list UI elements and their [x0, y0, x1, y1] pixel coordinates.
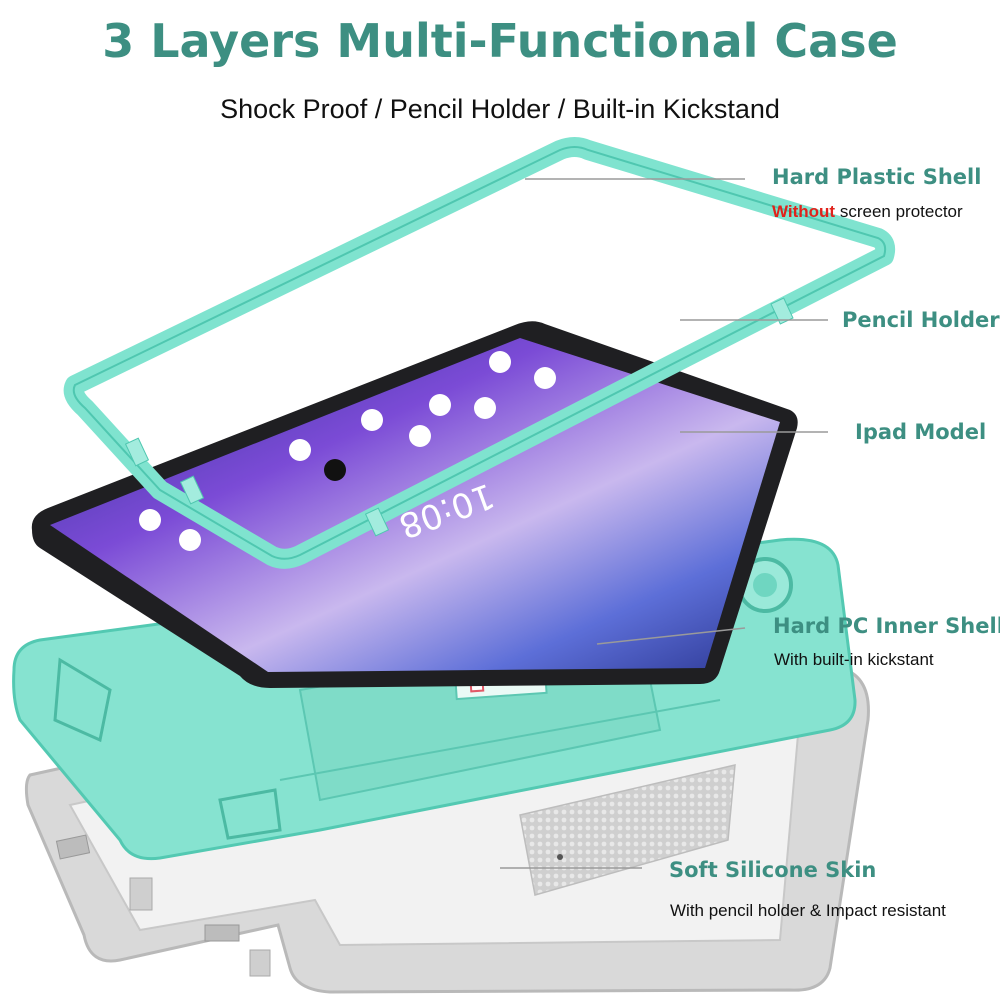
label-ipad-model: Ipad Model: [855, 420, 987, 444]
hard-plastic-frame-icon: [63, 137, 896, 569]
note-hard-pc-inner-shell: With built-in kickstant: [774, 650, 934, 669]
label-soft-silicone-skin: Soft Silicone Skin: [669, 858, 877, 882]
page-title: 3 Layers Multi-Functional Case: [102, 14, 898, 68]
app-icons: [139, 351, 556, 551]
note-emphasis: Without: [772, 202, 836, 221]
note-rest: screen protector: [835, 202, 963, 221]
callout-lines: [500, 178, 828, 869]
note-soft-silicone-skin: With pencil holder & Impact resistant: [670, 901, 946, 920]
label-hard-plastic-shell: Hard Plastic Shell: [772, 165, 982, 189]
note-hard-plastic-shell: Without screen protector: [772, 202, 963, 222]
label-pencil-holder: Pencil Holder: [842, 308, 1000, 332]
label-hard-pc-inner-shell: Hard PC Inner Shell: [773, 614, 1000, 638]
page-subtitle: Shock Proof / Pencil Holder / Built-in K…: [220, 94, 780, 124]
